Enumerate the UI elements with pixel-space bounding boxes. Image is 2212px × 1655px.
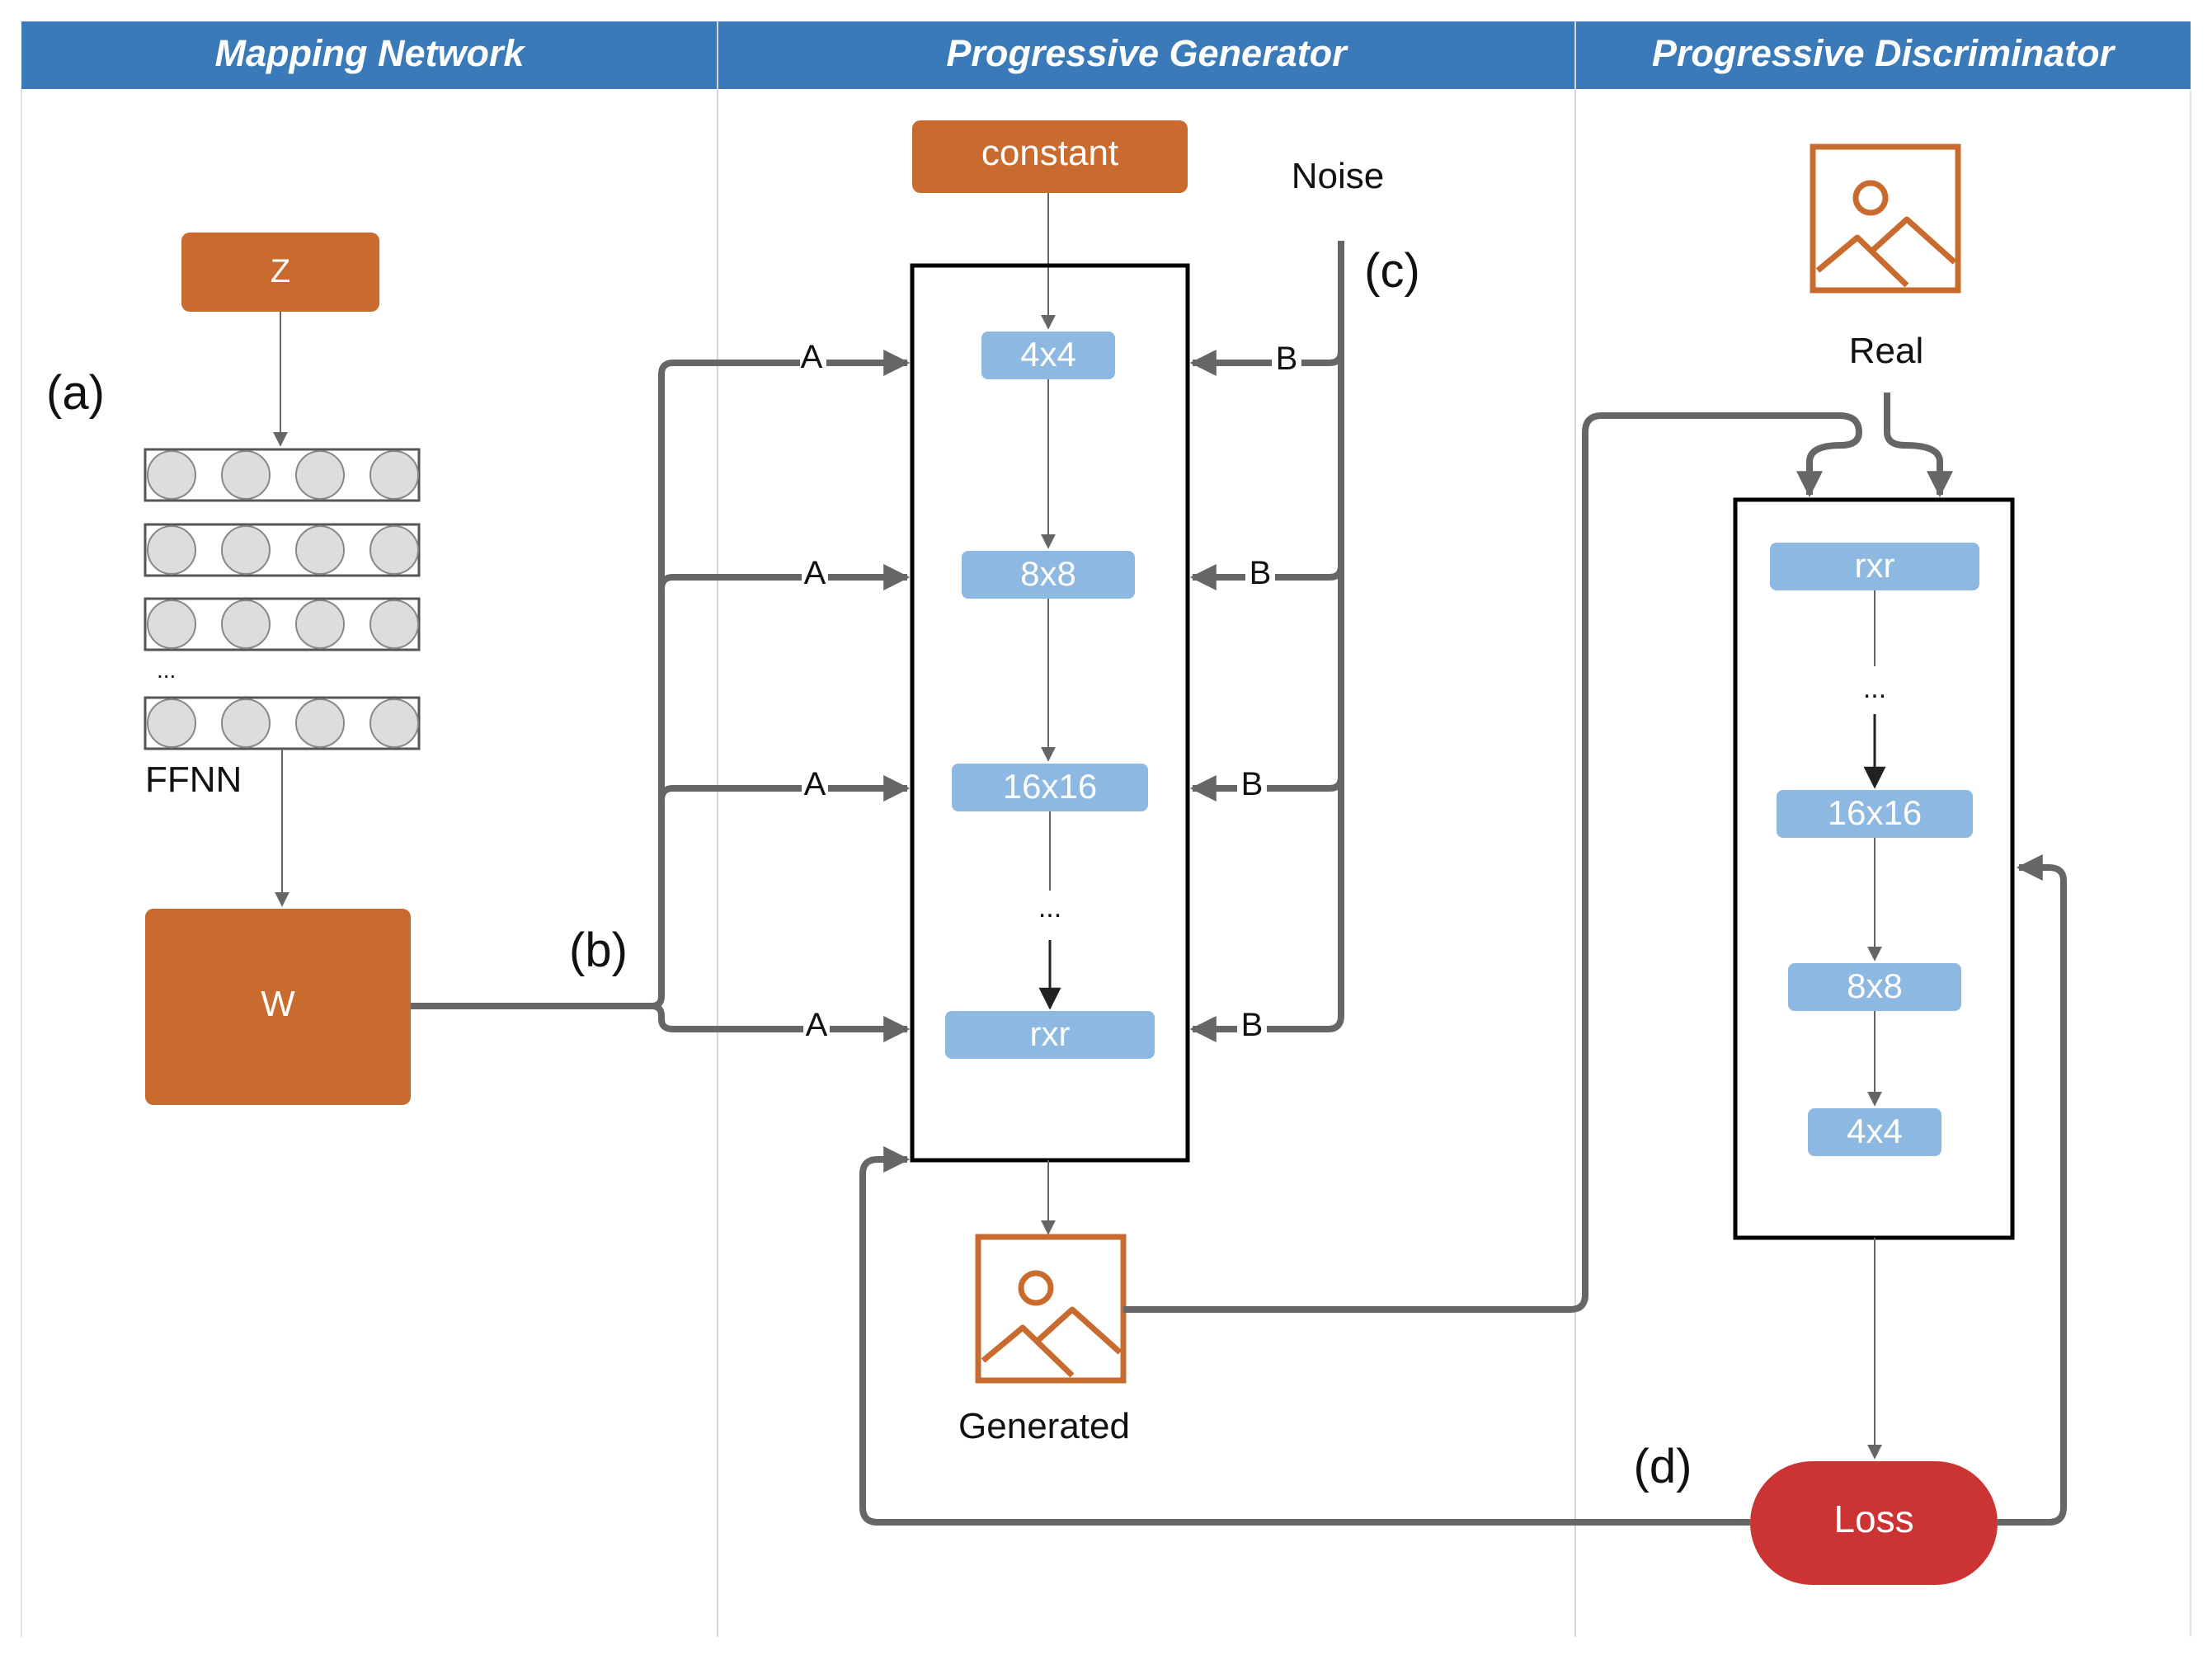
generator-block-label: 16x16 bbox=[1003, 767, 1097, 806]
discriminator-block-4x4 bbox=[1808, 1108, 1941, 1156]
style-input-label: A bbox=[804, 555, 826, 591]
generated-image-icon bbox=[975, 1234, 1127, 1384]
loss-feedback-connectors bbox=[859, 854, 2067, 1526]
label-c: (c) bbox=[1364, 244, 1420, 298]
style-connectors bbox=[411, 350, 911, 1042]
discriminator-block-rxr bbox=[1770, 543, 1979, 590]
style-input-label: A bbox=[801, 339, 823, 375]
generator-block-label: rxr bbox=[1030, 1014, 1071, 1053]
noise-label: Noise bbox=[1292, 156, 1385, 196]
z-box bbox=[181, 233, 379, 312]
discriminator-block-label: rxr bbox=[1855, 546, 1895, 585]
discriminator-ellipsis: ... bbox=[1863, 673, 1886, 704]
ffnn-layer bbox=[144, 448, 421, 502]
real-image-icon bbox=[1810, 143, 1961, 294]
ffnn-layer bbox=[144, 696, 421, 750]
label-b: (b) bbox=[569, 924, 628, 977]
generator-block-label: 8x8 bbox=[1020, 554, 1076, 593]
noise-connectors bbox=[1189, 241, 1344, 1042]
loss-node bbox=[1750, 1461, 1998, 1585]
style-input-label: A bbox=[806, 1007, 828, 1043]
ffnn-layer bbox=[144, 597, 421, 651]
column-title-discriminator: Progressive Discriminator bbox=[1652, 32, 2116, 74]
discriminator-block-16x16 bbox=[1777, 790, 1973, 838]
discriminator-block-label: 4x4 bbox=[1847, 1112, 1903, 1150]
generator-ellipsis: ... bbox=[1038, 892, 1061, 924]
noise-input-label: B bbox=[1276, 341, 1298, 377]
ffnn-ellipsis: ... bbox=[157, 657, 176, 683]
real-label: Real bbox=[1849, 331, 1924, 371]
discriminator-block-label: 8x8 bbox=[1847, 966, 1903, 1005]
column-title-mapping: Mapping Network bbox=[214, 32, 525, 74]
generator-block-rxr bbox=[945, 1011, 1155, 1059]
constant-label: constant bbox=[981, 133, 1118, 173]
generated-label: Generated bbox=[958, 1406, 1130, 1446]
ffnn-layer bbox=[144, 523, 421, 577]
generator-block-16x16 bbox=[952, 764, 1148, 811]
input-connectors bbox=[1123, 393, 1953, 1313]
generator-block-4x4 bbox=[981, 331, 1115, 379]
header-band bbox=[21, 21, 2191, 89]
style-input-label: A bbox=[804, 766, 826, 802]
label-a: (a) bbox=[46, 366, 105, 420]
generator-block-label: 4x4 bbox=[1020, 335, 1076, 374]
noise-input-label: B bbox=[1241, 766, 1264, 802]
constant-box bbox=[912, 120, 1188, 193]
generator-block-8x8 bbox=[962, 551, 1135, 599]
generator-frame bbox=[910, 263, 1190, 1163]
noise-input-label: B bbox=[1241, 1007, 1264, 1043]
z-label: Z bbox=[271, 253, 290, 289]
loss-label: Loss bbox=[1833, 1497, 1913, 1540]
discriminator-block-8x8 bbox=[1788, 963, 1961, 1011]
w-label: W bbox=[261, 984, 295, 1024]
w-box bbox=[145, 909, 411, 1105]
discriminator-block-label: 16x16 bbox=[1828, 793, 1922, 832]
noise-input-label: B bbox=[1250, 555, 1272, 591]
label-d: (d) bbox=[1634, 1440, 1692, 1493]
ffnn-label: FFNN bbox=[145, 759, 242, 800]
ffnn-layers: ... bbox=[144, 448, 421, 750]
column-title-generator: Progressive Generator bbox=[946, 32, 1348, 74]
